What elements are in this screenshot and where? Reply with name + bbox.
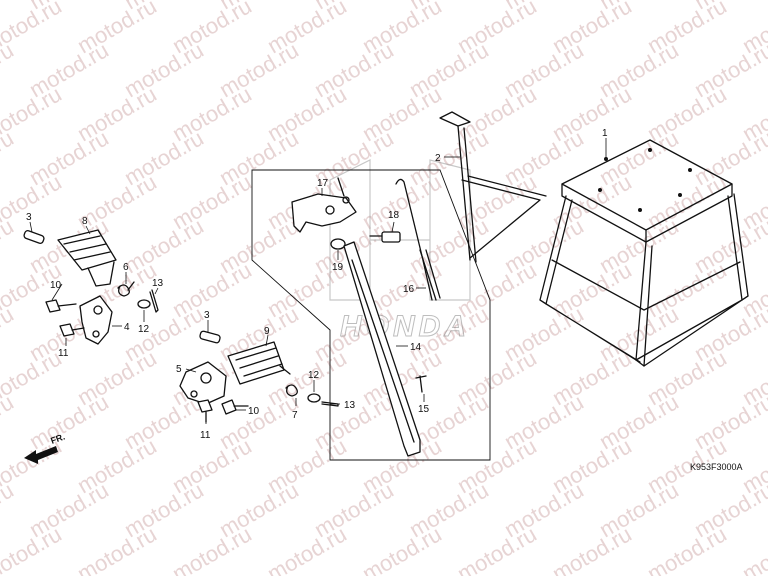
callout-1: 1 <box>602 128 608 139</box>
part-17-side-stand-bracket <box>291 177 357 233</box>
watermark-text: motod.ru <box>643 521 731 576</box>
callout-11-left: 11 <box>58 348 69 359</box>
watermark-text: motod.ru <box>73 521 161 576</box>
callout-13-right: 13 <box>344 400 356 411</box>
callout-19: 19 <box>332 262 344 273</box>
part-7-spring-right <box>285 384 298 397</box>
part-14-side-stand <box>343 241 421 457</box>
callout-16: 16 <box>403 284 415 295</box>
part-10-bolt-left <box>45 299 77 313</box>
part-9-footpeg-right <box>227 341 291 385</box>
callout-15: 15 <box>418 404 430 415</box>
callout-13-left: 13 <box>152 278 164 289</box>
part-6-spring-left <box>117 281 135 297</box>
watermark-text: motod.ru <box>0 389 18 454</box>
part-2-main-stand <box>439 111 547 263</box>
watermark-text: motod.ru <box>0 0 18 14</box>
watermark-text: motod.ru <box>548 521 636 576</box>
diagram-code: K953F3000A <box>690 462 743 472</box>
callout-5: 5 <box>176 364 182 375</box>
part-13-cotter-pin-right <box>321 401 339 407</box>
part-8-footpeg-left <box>57 229 117 287</box>
callout-17: 17 <box>317 178 329 189</box>
part-18-stand-bolt <box>369 231 401 243</box>
arrow-forward-icon <box>24 446 58 464</box>
watermark-text: motod.ru <box>168 521 256 576</box>
part-11-bolt-left <box>59 323 85 337</box>
callout-10-right: 10 <box>248 406 260 417</box>
callout-12-left: 12 <box>138 324 150 335</box>
callout-10-left: 10 <box>50 280 62 291</box>
brand-logo: HONDA <box>329 159 471 344</box>
watermark-text: motod.ru <box>0 301 18 366</box>
watermark-text: motod.ru <box>358 521 446 576</box>
brand-logo-text: HONDA <box>340 310 470 343</box>
part-3-pin-lower <box>199 330 221 344</box>
watermark-text: motod.ru <box>453 521 541 576</box>
callout-2: 2 <box>435 153 441 164</box>
part-13-cotter-pin-left <box>149 289 159 313</box>
side-stand-group-frame <box>251 169 491 461</box>
callout-3-lower: 3 <box>204 310 210 321</box>
callout-4: 4 <box>124 322 130 333</box>
callout-12-right: 12 <box>308 370 320 381</box>
part-11-bolt-right <box>197 399 213 423</box>
watermark-text: motod.ru <box>738 521 768 576</box>
part-1-box-stand <box>539 139 749 367</box>
watermark-text: motod.ru <box>0 213 18 278</box>
part-15-pin <box>415 375 427 393</box>
callout-6: 6 <box>123 262 129 273</box>
direction-marker: FR. <box>24 432 66 464</box>
direction-label: FR. <box>49 432 66 446</box>
callout-9: 9 <box>264 326 270 337</box>
part-3-pin-upper <box>23 230 45 244</box>
callout-3-upper: 3 <box>26 212 32 223</box>
part-12-washer-left <box>137 299 151 309</box>
watermark-text: motod.ru <box>0 477 18 542</box>
watermark-text: motod.ru <box>263 521 351 576</box>
callout-8: 8 <box>82 216 88 227</box>
part-12-washer-right <box>307 393 321 403</box>
callout-11-right: 11 <box>200 430 211 441</box>
part-5-bracket-right <box>179 361 227 405</box>
part-10-bolt-right <box>221 399 249 415</box>
callout-7: 7 <box>292 410 298 421</box>
callout-14: 14 <box>410 342 422 353</box>
part-4-bracket-left <box>79 295 113 345</box>
watermark-text: motod.ru <box>0 125 18 190</box>
watermark-text: motod.ru <box>0 37 18 102</box>
part-16-spring <box>395 178 441 301</box>
callout-18: 18 <box>388 210 400 221</box>
part-19-washer <box>330 238 346 250</box>
